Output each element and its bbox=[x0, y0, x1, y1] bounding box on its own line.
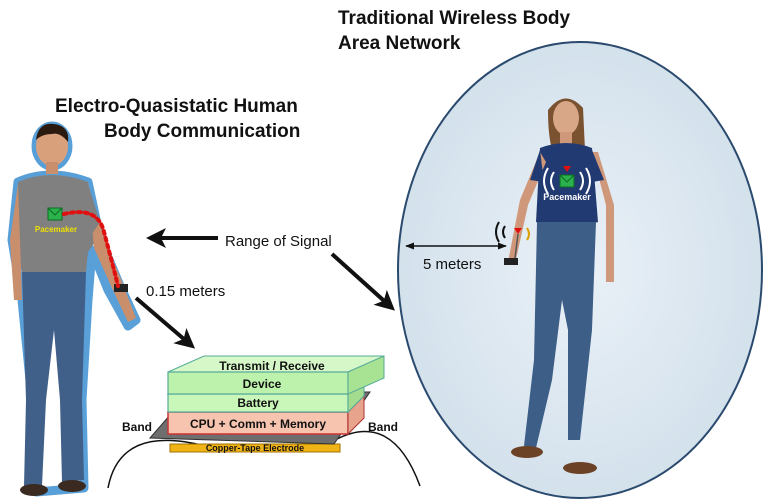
arrow-icon bbox=[134, 296, 196, 349]
eqs-title-line1: Electro-Quasistatic Human bbox=[55, 96, 298, 117]
transceiver-layer bbox=[167, 355, 385, 395]
range-of-signal-label: Range of Signal bbox=[225, 233, 332, 250]
wireless-signal-icon bbox=[495, 221, 530, 259]
body-channel-signal-path bbox=[62, 210, 120, 288]
band-label-left: Band bbox=[122, 420, 152, 434]
wban-title-line1: Traditional Wireless Body bbox=[338, 8, 571, 29]
wban-pacemaker-label: Pacemaker bbox=[543, 192, 591, 202]
pacemaker-icon bbox=[47, 207, 63, 221]
electrode-layer bbox=[169, 443, 341, 453]
arrow-icon bbox=[330, 252, 395, 311]
wristband-icon bbox=[504, 258, 518, 265]
transceiver-label-line1: Transmit / Receive bbox=[219, 359, 325, 373]
woman-figure bbox=[504, 98, 614, 474]
band-curve-right bbox=[334, 430, 421, 487]
eqs-pacemaker-label: Pacemaker bbox=[35, 225, 77, 234]
eqs-distance-label: 0.15 meters bbox=[146, 283, 225, 300]
eqs-title-line2: Body Communication bbox=[104, 121, 300, 142]
band-curve-left bbox=[107, 439, 206, 489]
wireless-signal-icon bbox=[543, 167, 591, 195]
pacemaker-icon bbox=[559, 166, 575, 188]
man-figure bbox=[7, 121, 141, 497]
wban-title-line2: Area Network bbox=[338, 33, 461, 54]
transceiver-label-line2: Device bbox=[243, 377, 282, 391]
band-label-right: Band bbox=[368, 420, 398, 434]
wristband-icon bbox=[114, 284, 128, 292]
cpu-label: CPU + Comm + Memory bbox=[190, 417, 326, 431]
wban-distance-label: 5 meters bbox=[423, 256, 481, 273]
wearable-device-stack bbox=[107, 355, 421, 489]
electrode-label: Copper-Tape Electrode bbox=[206, 443, 304, 453]
battery-label: Battery bbox=[237, 396, 279, 410]
